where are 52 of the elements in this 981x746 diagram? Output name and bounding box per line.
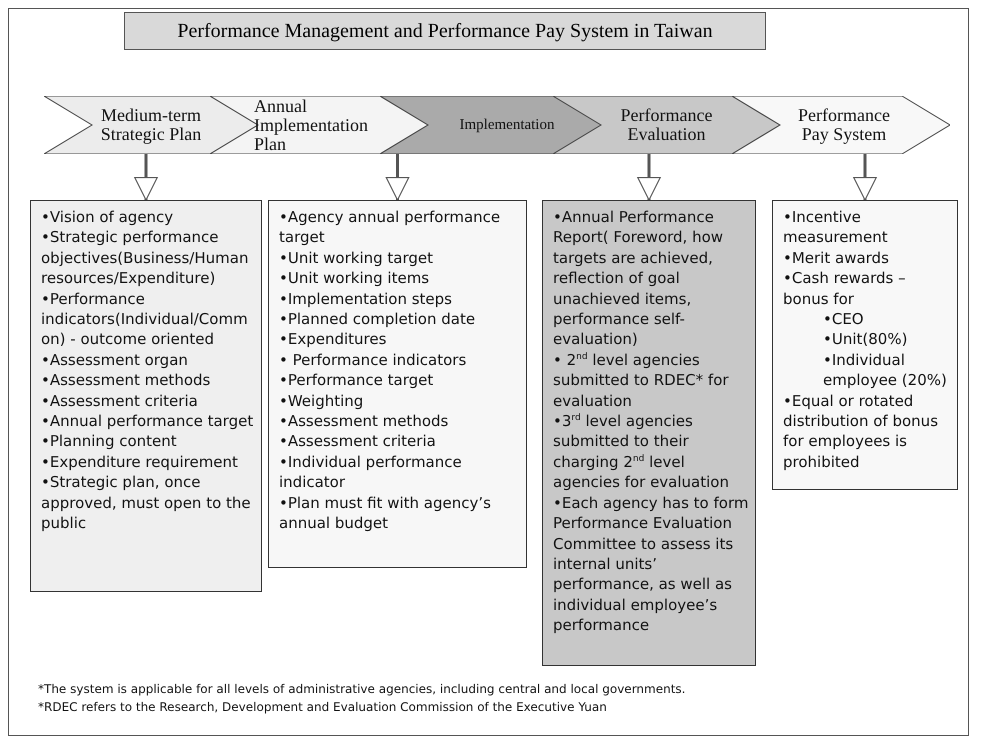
list-item: •Strategic performance objectives(Business/Human resources/Expenditure) <box>41 227 250 289</box>
text-box <box>268 200 527 568</box>
list-item: •Assessment criteria <box>41 390 199 412</box>
list-item: •Individual employee (20%) <box>822 350 948 391</box>
list-item: •Planning content <box>41 431 178 452</box>
list-item: •Agency annual performance target <box>279 207 502 248</box>
list-item: •3$^{rd}$ level agencies submitted to their charging 2$^{nd}$ level agencies for evaluation <box>553 411 730 493</box>
list-item: •Assessment methods <box>41 370 212 391</box>
list-item: •Expenditures <box>279 329 388 350</box>
title-banner: Performance Management and Performance Pay System in Taiwan <box>124 12 766 50</box>
list-item: •Merit awards <box>783 248 890 268</box>
down-arrow <box>134 154 158 201</box>
footnote: *The system is applicable for all levels of administrative agencies, including central and local governments. <box>38 682 686 696</box>
list-item: •CEO <box>822 309 865 330</box>
down-arrow <box>853 154 877 201</box>
text-box <box>542 200 756 666</box>
chevron-label: Performance Pay System <box>797 104 891 146</box>
down-arrow <box>637 154 661 201</box>
process-stage-shape <box>553 96 780 154</box>
list-item: •Unit working target <box>279 248 434 268</box>
list-item: •Performance indicators(Individual/Common) - outcome oriented <box>41 288 249 350</box>
text-box <box>30 200 262 592</box>
list-item: •Assessment organ <box>41 350 189 370</box>
list-item: •Assessment methods <box>279 411 450 432</box>
list-item: •Weighting <box>279 390 364 412</box>
list-item: •Strategic plan, once approved, must open to the public <box>41 472 252 534</box>
list-item: •Unit(80%) <box>822 329 908 350</box>
process-stage-shape <box>380 96 602 154</box>
list-item: •Individual performance indicator <box>279 452 463 493</box>
list-item: •Plan must fit with agency’s annual budget <box>279 492 492 534</box>
process-stage-shape <box>210 96 428 154</box>
footnote: *RDEC refers to the Research, Development and Evaluation Commission of the Executive Yuan <box>38 700 607 714</box>
chevron-label: Performance Evaluation <box>620 104 714 146</box>
chevron-label: Implementation <box>458 116 556 134</box>
list-item: •Performance target <box>279 370 434 391</box>
list-item: •Annual performance target <box>41 411 254 432</box>
list-item: •Implementation steps <box>279 288 453 310</box>
list-item: •Assessment criteria <box>279 431 437 452</box>
list-item: •Cash rewards – bonus for <box>783 268 907 310</box>
chevron-label: Medium-term Strategic Plan <box>100 104 202 146</box>
chevron-label: Annual Implementation Plan <box>254 96 369 154</box>
list-item: •Incentive measurement <box>783 207 889 248</box>
text-box <box>772 200 958 490</box>
list-item: •Annual Performance Report( Foreword, how targets are achieved, reflection of goal unachieved items, performance self-evaluation) <box>553 207 724 350</box>
list-item: •Each agency has to form Performance Evaluation Committee to assess its internal units’ performance, as well as individual employee’s performance <box>553 492 749 636</box>
list-item: •Planned completion date <box>279 309 476 330</box>
process-stage-shape <box>732 96 950 154</box>
list-item: •Equal or rotated distribution of bonus for employees is prohibited <box>783 390 940 472</box>
list-item: •Unit working items <box>279 268 430 289</box>
list-item: •Vision of agency <box>41 207 174 228</box>
list-item: • Performance indicators <box>279 350 468 370</box>
list-item: •Expenditure requirement <box>41 452 239 472</box>
